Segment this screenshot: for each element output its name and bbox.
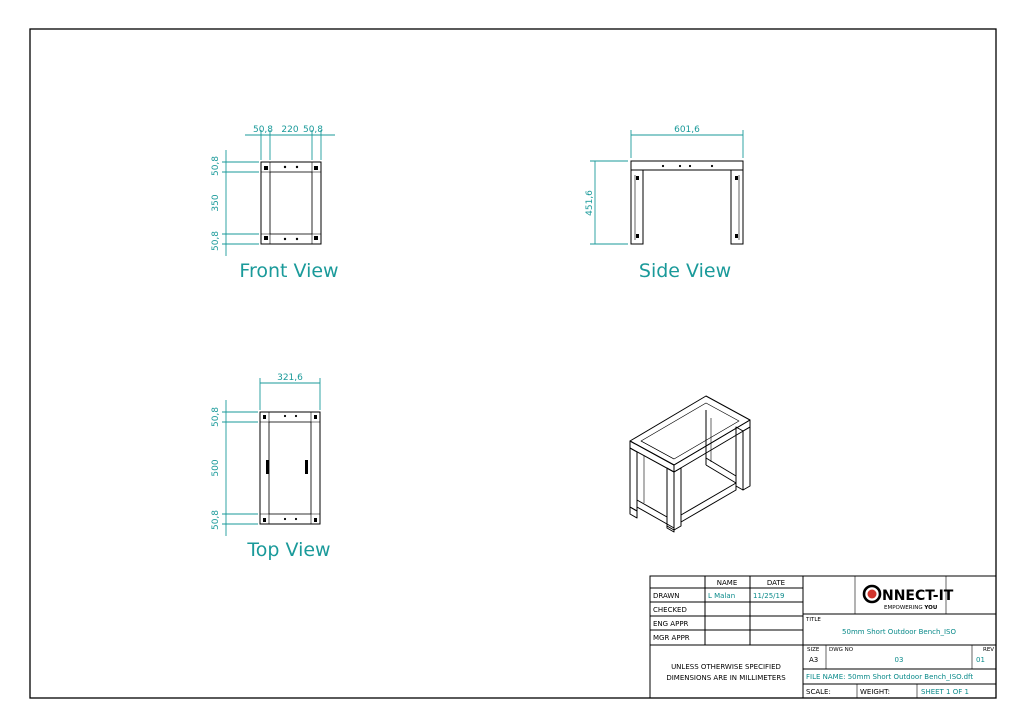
sheet-number: SHEET 1 OF 1 <box>921 688 969 696</box>
rev-label: REV <box>983 647 994 653</box>
top-dim-bottom: 50,8 <box>211 510 221 530</box>
size-value: A3 <box>809 656 818 664</box>
top-dim-length: 500 <box>211 459 221 476</box>
row-mgr-appr-label: MGR APPR <box>653 634 690 642</box>
note-line-2: DIMENSIONS ARE IN MILLIMETERS <box>666 674 786 682</box>
front-dim-left: 50,8 <box>253 125 273 135</box>
row-drawn-label: DRAWN <box>653 592 680 600</box>
title-block: NAME DATE DRAWN L Malan 11/25/19 CHECKED… <box>649 575 997 699</box>
file-name: FILE NAME: 50mm Short Outdoor Bench_ISO.… <box>806 673 973 681</box>
top-view-label: Top View <box>246 539 330 561</box>
top-view: 321,6 50,8 500 50,8 Top View <box>211 373 331 561</box>
side-view-label: Side View <box>639 260 731 282</box>
side-view: 601,6 451,6 Side View <box>585 125 744 282</box>
note-line-1: UNLESS OTHERWISE SPECIFIED <box>671 663 781 671</box>
front-dim-height: 350 <box>211 194 221 211</box>
header-name: NAME <box>717 579 738 587</box>
title-label: TITLE <box>805 617 821 623</box>
front-view: 50,8 220 50,8 50,8 350 50,8 Front View <box>211 125 339 282</box>
top-dim-width: 321,6 <box>277 373 303 383</box>
front-dim-bottom: 50,8 <box>211 231 221 251</box>
front-dim-top: 50,8 <box>211 156 221 176</box>
top-dim-top: 50,8 <box>211 407 221 427</box>
isometric-view <box>629 395 751 533</box>
side-dim-height: 451,6 <box>585 190 595 216</box>
scale-label: SCALE: <box>806 688 831 696</box>
rev-value: 01 <box>976 656 985 664</box>
logo-wordmark: NNECT-IT <box>882 588 954 604</box>
row-drawn-date: 11/25/19 <box>753 592 784 600</box>
row-eng-appr-label: ENG APPR <box>653 620 689 628</box>
side-dim-width: 601,6 <box>674 125 700 135</box>
logo-tagline: EMPOWERING YOU <box>884 605 937 611</box>
front-dim-middle: 220 <box>281 125 298 135</box>
company-logo: NNECT-IT EMPOWERING YOU <box>862 584 954 611</box>
dwg-no-value: 03 <box>895 656 904 664</box>
header-date: DATE <box>767 579 785 587</box>
size-label: SIZE <box>807 647 820 653</box>
front-dim-right: 50,8 <box>303 125 323 135</box>
row-checked-label: CHECKED <box>653 606 687 614</box>
weight-label: WEIGHT: <box>860 688 890 696</box>
dwg-no-label: DWG NO <box>829 647 854 653</box>
drawing-title: 50mm Short Outdoor Bench_ISO <box>842 628 956 636</box>
sheet-border <box>29 28 997 699</box>
front-view-label: Front View <box>239 260 338 282</box>
row-drawn-name: L Malan <box>708 592 735 600</box>
